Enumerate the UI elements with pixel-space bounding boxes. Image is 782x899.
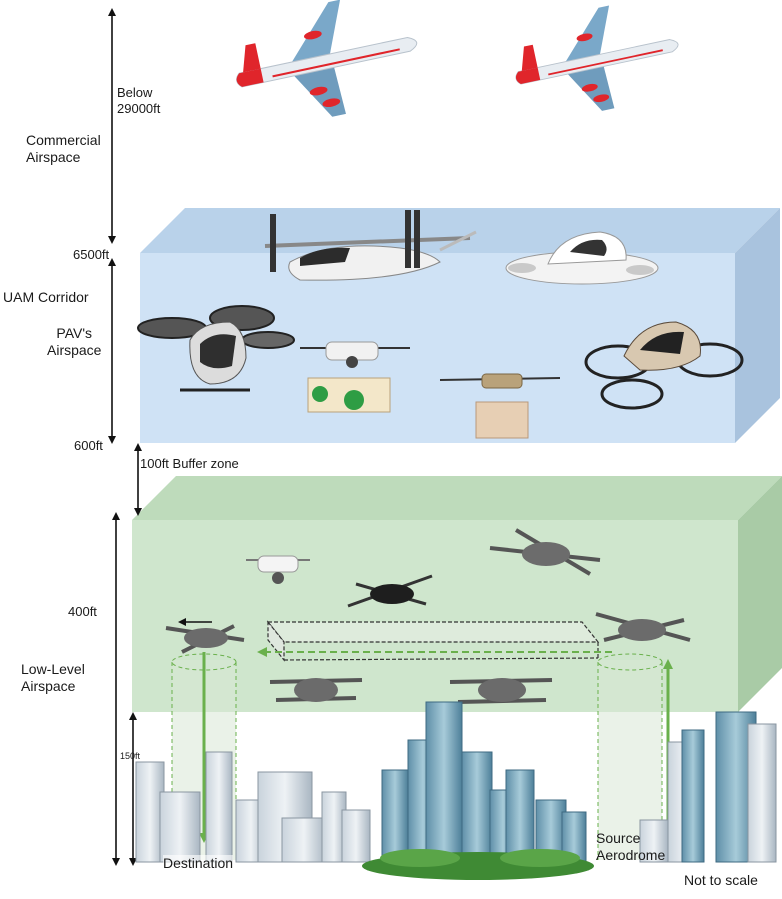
- airplane-icon: [515, 5, 679, 111]
- quadcopter-icon: [269, 678, 363, 702]
- altitude-label-below-line1: Below: [117, 85, 153, 100]
- commercial-airspace-label-line1: Commercial: [26, 132, 101, 148]
- altitude-label-600: 600ft: [74, 438, 103, 453]
- quadcopter-icon: [347, 574, 433, 608]
- quadcopter-icon: [595, 612, 691, 642]
- altitude-label-6500: 6500ft: [73, 247, 110, 262]
- flight-corridor-tube: [266, 620, 600, 662]
- source-aerodrome-label: Source Aerodrome: [596, 830, 665, 864]
- quadcopter-icon: [165, 624, 245, 654]
- delivery-drone-icon: [300, 341, 410, 413]
- low-level-airspace-label-line2: Airspace: [21, 677, 76, 694]
- source-aerodrome-label-line2: Aerodrome: [596, 846, 666, 863]
- pav-airspace-label: PAV's Airspace: [47, 325, 101, 359]
- altitude-arrows: [108, 8, 142, 866]
- altitude-label-400: 400ft: [68, 604, 97, 619]
- city-skyline: [135, 701, 777, 880]
- low-level-airspace-label-line1: Low-Level: [21, 661, 85, 677]
- quadcopter-icon: [246, 555, 310, 584]
- pav-airspace-label-line2: Airspace: [47, 341, 102, 358]
- not-to-scale-label: Not to scale: [684, 872, 758, 888]
- quadcopter-icon: [489, 528, 601, 576]
- commercial-airspace-label: Commercial Airspace: [26, 132, 101, 166]
- passenger-drone-icon: [137, 305, 295, 392]
- delivery-drone-icon: [439, 373, 561, 439]
- altitude-label-below: Below 29000ft: [117, 85, 160, 116]
- commercial-airspace-label-line2: Airspace: [26, 148, 81, 165]
- ring-vehicle-icon: [505, 231, 659, 285]
- destination-label: Destination: [163, 855, 234, 872]
- pav-airspace-label-line1: PAV's: [56, 325, 93, 341]
- airplane-icon: [236, 0, 418, 117]
- low-level-airspace-label: Low-Level Airspace: [21, 661, 85, 695]
- ducted-fan-vehicle-icon: [584, 321, 744, 410]
- buffer-zone-label: 100ft Buffer zone: [140, 456, 239, 471]
- uam-corridor-label: UAM Corridor: [3, 289, 89, 305]
- altitude-label-below-line2: 29000ft: [117, 100, 161, 116]
- quadcopter-icon: [449, 678, 553, 704]
- air-taxi-icon: [264, 210, 477, 281]
- source-aerodrome-label-line1: Source: [596, 830, 641, 846]
- altitude-label-150: 150ft: [120, 751, 141, 761]
